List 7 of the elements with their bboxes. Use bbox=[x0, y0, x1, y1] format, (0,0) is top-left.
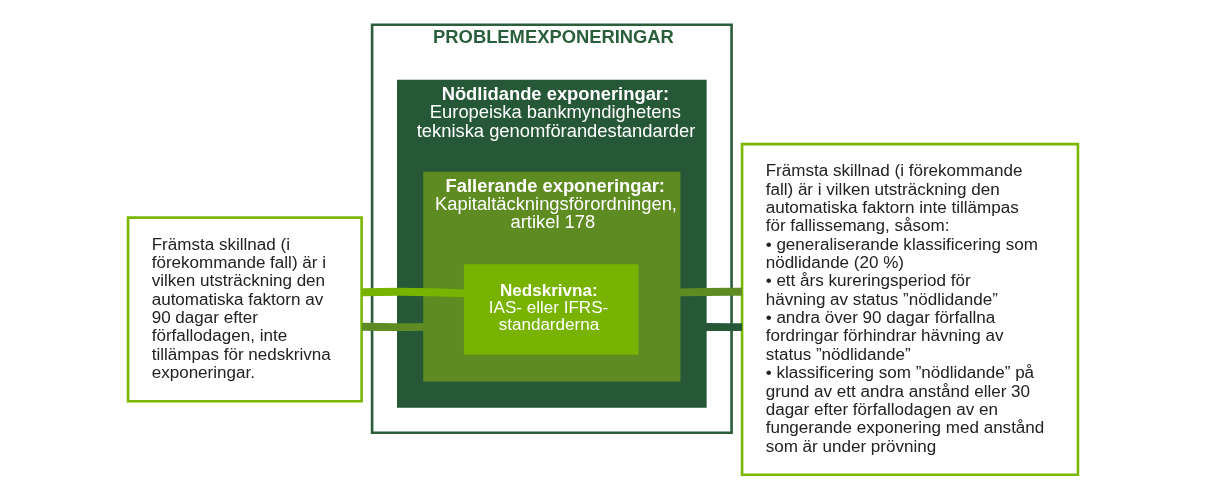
node-box: Nedskrivna: IAS- eller IFRS-standarderna bbox=[463, 263, 639, 355]
connector bbox=[361, 287, 466, 297]
connector bbox=[361, 322, 425, 331]
node-box: Främsta skillnad (i förekommande fall) är i vilken utsträckning den automatiska faktorn av 90 dagar efter förfallodagen, inte tillämpas för nedskrivna exponeringar. bbox=[126, 215, 363, 403]
node-box: Främsta skillnad (i förekommande fall) är i vilken utsträckning den automatiska faktorn inte tillämpas för fallissemang, såsom: • generaliserande klassificering som nödlidande (20 %) • ett års kureringsperiod för hävning av status ”nödlidande” • andra över 90 dagar förfallna fordringar förhindrar hävning av status ”nödlidande” • klassificering som ”nödlidande” på grund av ett andra anstånd eller 30 dagar efter förfallodagen av en fungerande exponering med anstånd som är under prövning bbox=[740, 142, 1080, 476]
connector bbox=[679, 287, 743, 296]
connector bbox=[705, 322, 742, 331]
